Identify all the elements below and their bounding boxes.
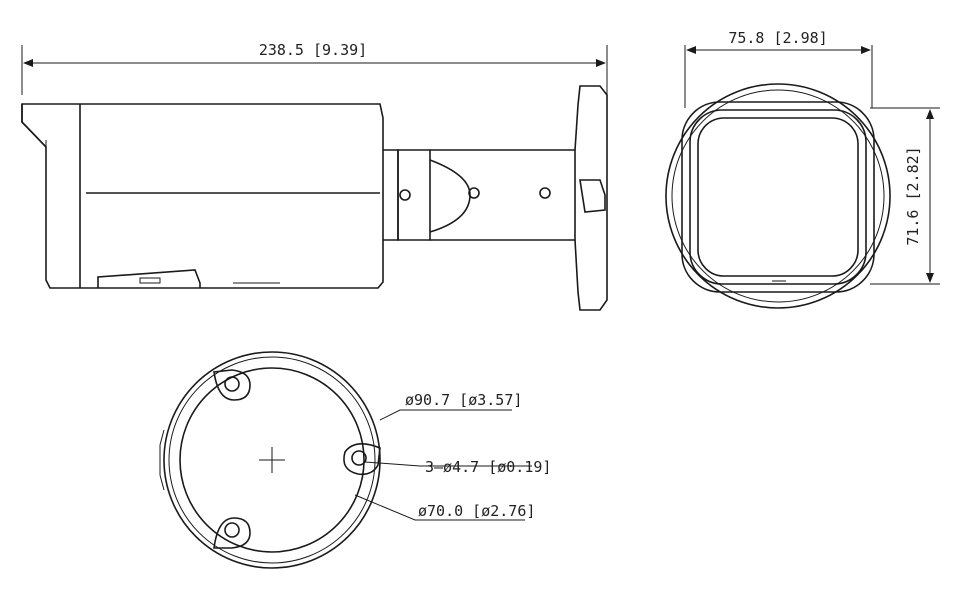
bracket-collar <box>383 149 399 241</box>
hole-slot-top <box>213 369 251 401</box>
base-outer-ring <box>168 356 376 564</box>
front-mount-disc <box>665 83 891 309</box>
bottom-screw <box>139 277 161 284</box>
knuckle-screw-icon <box>399 189 411 201</box>
hole-slot-right <box>343 443 381 476</box>
leader-outer <box>379 409 512 421</box>
camera-body <box>21 103 384 289</box>
sunshield-lip <box>21 104 47 148</box>
base-view: ø90.7 [ø3.57] 3–ø4.7 [ø0.19] ø70.0 [ø2.7… <box>159 351 551 569</box>
base-inner-diameter-label: ø70.0 [ø2.76] <box>418 502 535 520</box>
base-inner-circle <box>179 367 365 553</box>
bracket-knuckle <box>397 149 431 241</box>
hole-bottom-icon <box>224 522 240 538</box>
front-lens-window <box>697 117 859 277</box>
front-height-label: 71.6 [2.82] <box>904 146 922 245</box>
bracket-arm <box>430 149 576 241</box>
bottom-cover <box>97 269 201 288</box>
front-view: 75.8 [2.98] 71.6 [2.82] <box>665 29 940 309</box>
front-sunshield <box>681 101 875 293</box>
front-width-label: 75.8 [2.98] <box>728 29 827 47</box>
leader-inner <box>354 494 525 521</box>
wall-mount-plate <box>574 85 608 311</box>
base-outer-circle <box>163 351 381 569</box>
bracket-curve <box>429 159 471 233</box>
base-holes-label: 3–ø4.7 [ø0.19] <box>425 458 551 476</box>
base-side-tab <box>159 429 165 491</box>
leader-hole <box>364 461 532 467</box>
front-housing <box>689 109 867 285</box>
arm-screw-left-icon <box>468 187 480 199</box>
side-length-label: 238.5 [9.39] <box>259 41 367 59</box>
hole-top-icon <box>224 376 240 392</box>
front-mount-disc-inner <box>671 89 885 303</box>
hole-slot-bottom <box>213 517 251 549</box>
hole-right-icon <box>351 450 367 466</box>
arm-screw-right-icon <box>539 187 551 199</box>
base-outer-diameter-label: ø90.7 [ø3.57] <box>405 391 522 409</box>
side-view: 238.5 [9.39] <box>21 41 608 311</box>
mount-tab <box>579 179 606 213</box>
